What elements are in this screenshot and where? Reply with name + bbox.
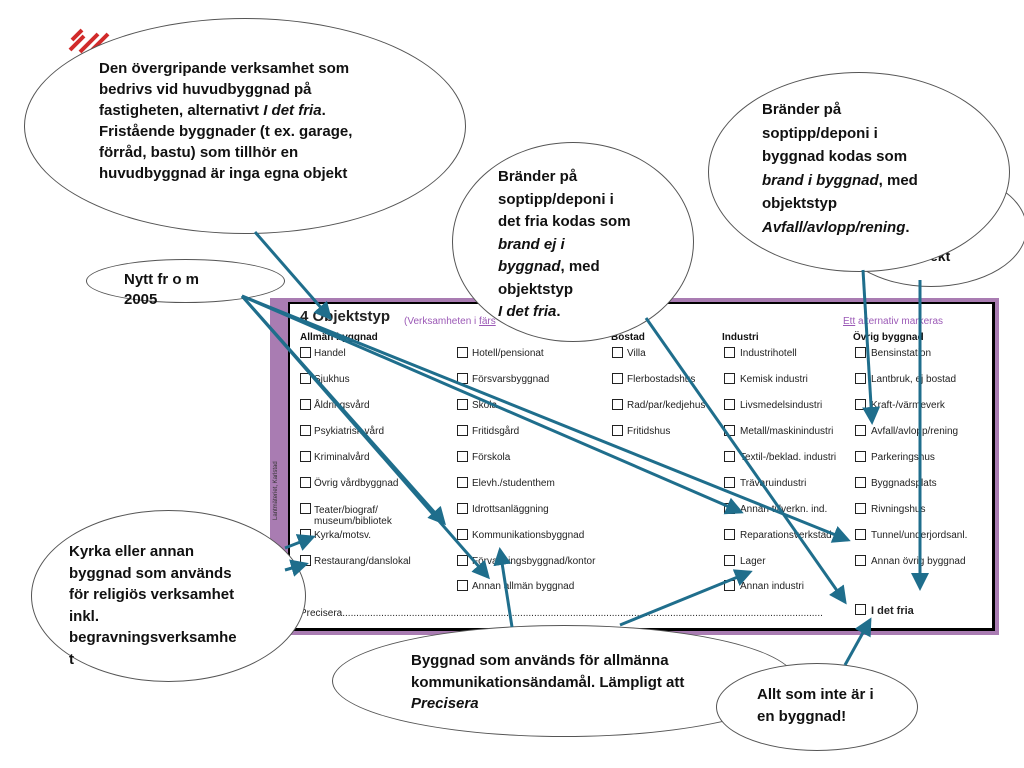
form-note: Ett alternativ markeras	[843, 316, 944, 327]
precisera-field[interactable]: Precisera...............................…	[300, 608, 822, 619]
arrow-fria-i-det-fria	[644, 317, 847, 605]
arrow-overgripande	[253, 231, 332, 321]
arrow-allt-i-det-fria	[843, 617, 872, 666]
bubble-kyrka	[31, 510, 306, 682]
form-panel	[288, 302, 994, 629]
bubble-brand-byggnad	[708, 72, 1010, 272]
bubble-kommunikation-text: Byggnad som används för allmänna kommuni…	[411, 652, 685, 712]
arrow-kyrka-restaurang	[284, 559, 309, 577]
arrow-byggnad-avfall	[861, 269, 881, 425]
arrow-komm-annan-industri	[619, 569, 753, 627]
arrow-kyrka-kyrka	[284, 534, 316, 551]
form-subtitle: (Verksamheten i färs	[404, 316, 496, 327]
bubble-kyrka-text: Kyrka eller annan byggnad som används fö…	[69, 543, 237, 668]
bubble-allt	[716, 663, 918, 751]
bubble-overgripande	[24, 18, 466, 234]
arrow-nytt-annan-allman	[240, 295, 490, 580]
arrow-komm-forvaltning	[493, 547, 514, 628]
arrow-nytt-annan-ovrig	[241, 294, 744, 515]
note-link[interactable]: Ett	[843, 316, 856, 327]
column-header-bostad: Bostad	[611, 332, 645, 343]
bubble-brand-byggnad-text: Bränder på soptipp/deponi i byggnad koda…	[762, 101, 918, 236]
arrow-nytt-tunnel	[241, 294, 851, 543]
bubble-brand-fria-text: Bränder på soptipp/deponi i det fria kod…	[498, 168, 631, 320]
bubble-nytt	[86, 259, 285, 303]
bubble-overgripande-text: Den övergripande verksamhet som bedrivs …	[99, 60, 353, 182]
column-header-ovrig: Övrig byggnad	[853, 332, 924, 343]
bubble-allt-text: Allt som inte är i en byggnad!	[757, 686, 874, 725]
bubble-brand-fria	[452, 142, 694, 342]
bubble-nytt-text: Nytt fr o m 2005	[124, 271, 199, 308]
column-header-industri: Industri	[722, 332, 759, 343]
subtitle-link[interactable]: färs	[479, 316, 496, 327]
